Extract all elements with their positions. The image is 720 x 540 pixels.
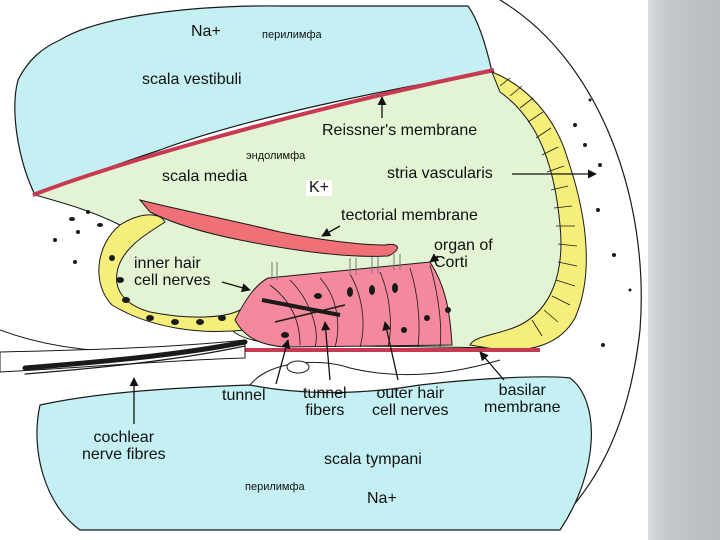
basilar-line2: membrane xyxy=(484,398,561,416)
inner-hair-line1: inner hair xyxy=(134,255,201,272)
basilar-membrane-label: basilar membrane xyxy=(484,382,561,417)
outer-hair-cell-nerves-label: outer hair cell nerves xyxy=(372,385,449,420)
reissner-membrane-line xyxy=(32,68,495,197)
tunnel-fibers-line1: tunnel xyxy=(303,385,347,402)
inner-hair-cell-nerves-label: inner hair cell nerves xyxy=(134,255,211,290)
cochlear-nerve-fibres-label: cochlear nerve fibres xyxy=(82,429,166,464)
tectorial-membrane-shape xyxy=(138,199,398,257)
hair-cell-stereocilia xyxy=(271,254,401,280)
inner-hair-line2: cell nerves xyxy=(134,271,211,289)
tunnel-fibers-line2: fibers xyxy=(305,401,345,419)
organ-of-corti-body xyxy=(234,261,453,348)
vessel-under-tunnel xyxy=(286,360,310,374)
stria-cell-row xyxy=(499,77,578,337)
cochlear-line1: cochlear xyxy=(93,429,155,446)
cochlear-line2: nerve fibres xyxy=(82,445,166,463)
tunnel-pointer xyxy=(275,339,291,385)
stria-vascularis-label: stria vascularis xyxy=(387,165,493,182)
organ-of-corti-line1: organ of xyxy=(434,237,493,254)
cochlear-nerve-fibres-bundle xyxy=(22,339,248,375)
side-gray-panel xyxy=(648,0,720,540)
inner-hair-pointer xyxy=(221,281,251,293)
perilymph-bottom-label: перилимфа xyxy=(245,481,305,493)
perilymph-top-label: перилимфа xyxy=(262,29,322,41)
na-plus-top-label: Na+ xyxy=(191,23,221,40)
limbus-cell-band xyxy=(98,214,246,332)
scala-vestibuli-region xyxy=(14,5,493,196)
endolymph-label: эндолимфа xyxy=(246,150,306,162)
bone-outline-right xyxy=(499,0,642,521)
scala-media-label: scala media xyxy=(162,168,248,185)
basilar-line1: basilar xyxy=(498,382,546,399)
tunnel-fibers-label: tunnel fibers xyxy=(303,385,347,420)
organ-of-corti-line2: Corti xyxy=(434,253,468,271)
outer-hair-line2: cell nerves xyxy=(372,401,449,419)
reissner-membrane-label: Reissner's membrane xyxy=(322,122,478,139)
na-plus-bottom-label: Na+ xyxy=(367,490,397,507)
label-leader-lines xyxy=(129,96,597,424)
organ-of-corti-label: organ of Corti xyxy=(434,237,493,272)
tectorial-membrane-label: tectorial membrane xyxy=(341,207,478,224)
scala-tympani-inner-wall xyxy=(249,359,501,386)
organ-pointer xyxy=(429,253,440,263)
scala-tympani-label: scala tympani xyxy=(324,451,422,468)
tunnel-label: tunnel xyxy=(222,387,266,404)
organ-nuclei xyxy=(281,283,451,338)
k-plus-label: K+ xyxy=(306,180,333,196)
tectorial-pointer xyxy=(321,225,341,237)
bone-dots xyxy=(53,98,632,347)
outer-hair-pointer xyxy=(382,321,399,381)
scala-vestibuli-label: scala vestibuli xyxy=(142,71,242,88)
limbus-nuclei xyxy=(109,255,226,325)
outer-hair-line1: outer hair xyxy=(376,385,445,402)
basilar-pointer xyxy=(479,351,505,381)
tunnel-fibers-pointer xyxy=(321,321,331,381)
